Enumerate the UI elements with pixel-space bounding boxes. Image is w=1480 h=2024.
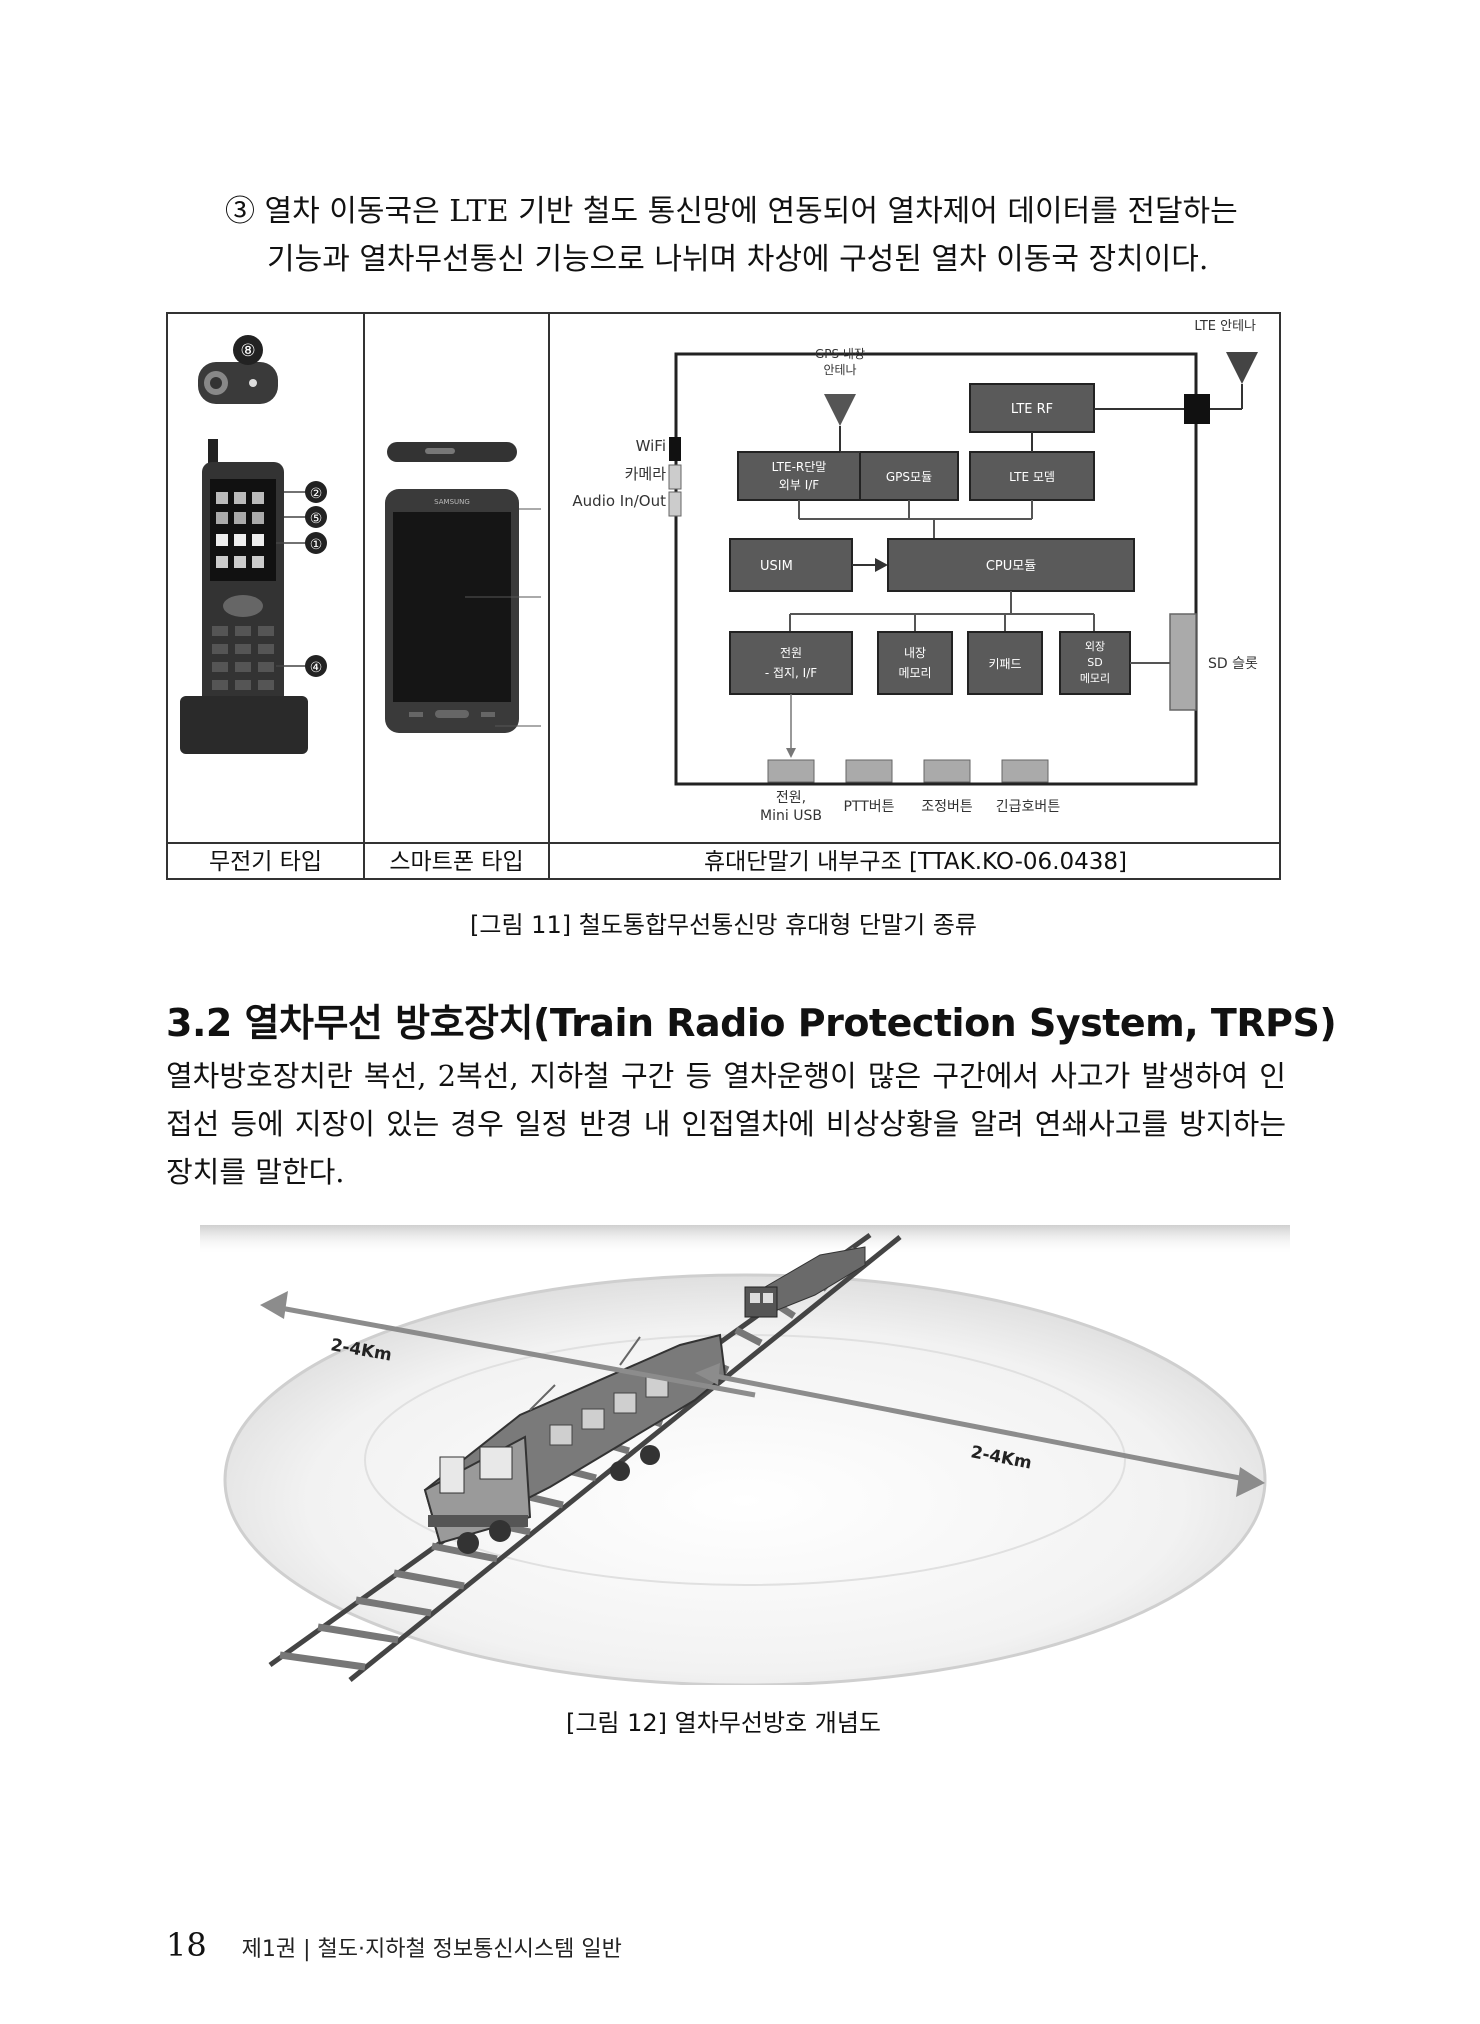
- sd-slot-label: SD 슬롯: [1208, 656, 1258, 672]
- memory-label-1: 내장: [904, 646, 926, 660]
- marker-4: ④: [310, 660, 323, 676]
- usb-label-2: Mini USB: [760, 808, 822, 824]
- lte-rf-block: LTE RF: [1011, 402, 1053, 417]
- phone-brand: SAMSUNG: [434, 498, 470, 506]
- page-footer: 18 제1권 | 철도·지하철 정보통신시스템 일반: [166, 1926, 622, 1964]
- usim-block: USIM: [760, 559, 793, 574]
- paragraph-line-2: 기능과 열차무선통신 기능으로 나뉘며 차상에 구성된 열차 이동국 장치이다.: [267, 242, 1209, 277]
- internal-structure-diagram: LTE 안테나 GPS 내장 안테나 LTE RF WiFi 카메라 Audio…: [572, 319, 1258, 824]
- lter-if-label-2: 외부 I/F: [779, 478, 819, 492]
- gps-antenna-label-1: GPS 내장: [815, 347, 865, 361]
- section-heading: 3.2 열차무선 방호장치(Train Radio Protection Sys…: [166, 1001, 1337, 1045]
- table-divider: [548, 314, 550, 878]
- gps-module-block: GPS모듈: [886, 470, 932, 484]
- memory-label-2: 메모리: [898, 666, 931, 680]
- footer-text: 제1권 | 철도·지하철 정보통신시스템 일반: [241, 1937, 622, 1962]
- section-paragraph: 열차방호장치란 복선, 2복선, 지하철 구간 등 열차운행이 많은 구간에서 …: [166, 1059, 1286, 1189]
- table-divider: [168, 842, 1279, 844]
- marker-2: ②: [310, 486, 323, 502]
- range-arrow-left: [274, 1304, 756, 1398]
- audio-label: Audio In/Out: [572, 492, 666, 510]
- power-label-1: 전원: [780, 646, 802, 660]
- figure-11-table: ⑧: [166, 312, 1281, 880]
- trps-concept-illustration: 2-4Km 2-4Km: [200, 1225, 1290, 1685]
- usb-label-1: 전원,: [776, 790, 806, 806]
- ptt-button-label: PTT버튼: [843, 799, 894, 815]
- caption-internal-structure: 휴대단말기 내부구조 [TTAK.KO-06.0438]: [703, 849, 1128, 875]
- gps-antenna-label-2: 안테나: [823, 363, 856, 377]
- antenna-connector: [1184, 394, 1210, 424]
- keypad-block: 키패드: [988, 657, 1021, 671]
- lte-modem-block: LTE 모뎀: [1009, 470, 1055, 484]
- main-train: [423, 1333, 727, 1554]
- sd-label-2: SD: [1087, 656, 1102, 669]
- smartphone-terminal-image: SAMSUNG: [385, 442, 541, 733]
- power-label-2: - 접지, I/F: [765, 666, 817, 680]
- radio-terminal-image: ⑧: [180, 335, 327, 754]
- adjust-button-label: 조정버튼: [921, 799, 973, 815]
- lter-if-label-1: LTE-R단말: [772, 460, 827, 474]
- cpu-block: CPU모듈: [986, 559, 1036, 574]
- caption-smartphone-type: 스마트폰 타입: [389, 849, 524, 875]
- emergency-button-label: 긴급호버튼: [996, 799, 1061, 815]
- marker-5: ⑤: [310, 511, 323, 527]
- distant-train: [744, 1246, 866, 1318]
- wifi-label: WiFi: [636, 437, 666, 455]
- sd-label-3: 메모리: [1080, 672, 1110, 685]
- marker-1: ①: [310, 537, 323, 553]
- figure-12-caption: [그림 12] 열차무선방호 개념도: [565, 1709, 882, 1737]
- numbered-paragraph: ③ 열차 이동국은 LTE 기반 철도 통신망에 연동되어 열차제어 데이터를 …: [225, 188, 1305, 284]
- caption-radio-type: 무전기 타입: [208, 849, 323, 875]
- page-number: 18: [166, 1926, 207, 1964]
- marker-8: ⑧: [240, 341, 255, 361]
- range-arrow-right: [709, 1372, 1251, 1483]
- table-divider: [363, 314, 365, 878]
- paragraph-line-1: ③ 열차 이동국은 LTE 기반 철도 통신망에 연동되어 열차제어 데이터를 …: [225, 194, 1238, 229]
- lte-antenna-label: LTE 안테나: [1194, 319, 1256, 334]
- camera-label: 카메라: [625, 465, 667, 483]
- sd-label-1: 외장: [1085, 640, 1105, 653]
- figure-11-caption: [그림 11] 철도통합무선통신망 휴대형 단말기 종류: [470, 911, 977, 939]
